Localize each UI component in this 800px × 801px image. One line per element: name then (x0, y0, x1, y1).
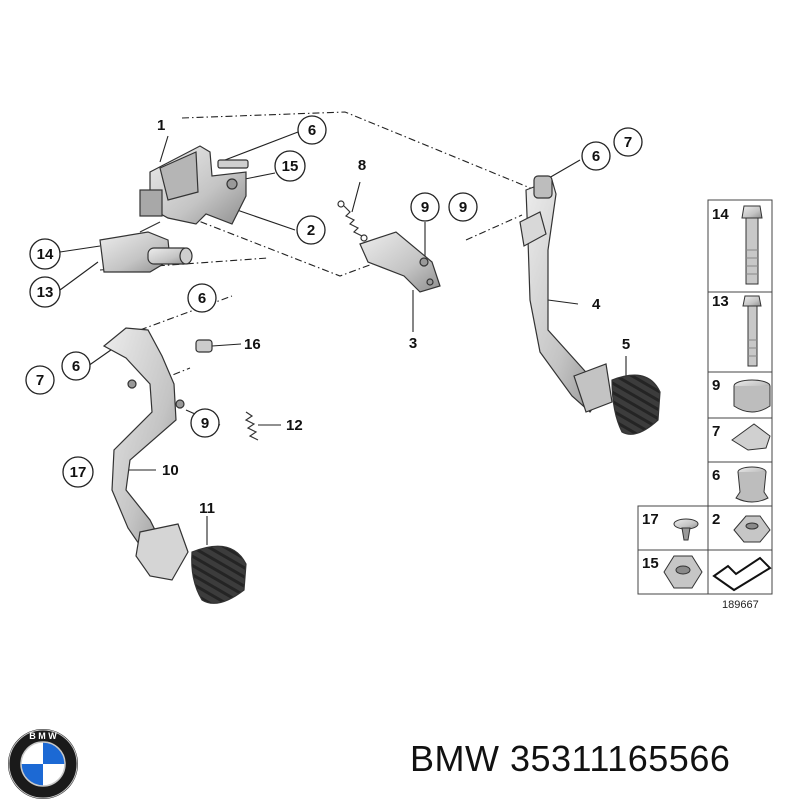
callout-13: 13 (29, 276, 61, 308)
svg-text:7: 7 (624, 134, 632, 151)
svg-text:15: 15 (282, 158, 299, 175)
svg-text:3: 3 (409, 335, 417, 352)
svg-text:5: 5 (622, 336, 630, 353)
support-bracket (359, 231, 441, 293)
legend-label-14: 14 (712, 206, 729, 223)
callout-6-mid: 6 (187, 283, 217, 313)
long-bolt-icon (741, 205, 763, 285)
svg-text:16: 16 (244, 336, 261, 353)
hex-nut-icon (663, 555, 703, 589)
callout-6-top: 6 (297, 115, 327, 145)
callout-2: 2 (296, 215, 326, 245)
callout-17: 17 (62, 456, 94, 488)
svg-text:1: 1 (157, 117, 165, 134)
callout-9-right: 9 (448, 192, 478, 222)
legend-labels: 14 13 9 7 6 17 2 15 (642, 206, 729, 572)
buffer-stop-icon (673, 518, 699, 541)
svg-text:8: 8 (358, 157, 366, 174)
legend-label-13: 13 (712, 293, 729, 310)
svg-text:10: 10 (162, 462, 179, 479)
svg-text:6: 6 (72, 358, 80, 375)
callout-7-left: 7 (25, 365, 55, 395)
clutch-spring (244, 411, 259, 441)
legend-label-7: 7 (712, 423, 720, 440)
bearing-bushing-icon (733, 515, 771, 543)
reference-number: 189667 (722, 599, 759, 611)
callout-14: 14 (29, 238, 61, 270)
callout-group: 1 6 15 2 8 9 9 6 7 4 5 3 14 13 6 16 6 7 … (25, 115, 643, 517)
svg-text:11: 11 (199, 500, 215, 517)
bmw-logo: B M W (8, 729, 78, 799)
svg-text:9: 9 (201, 415, 209, 432)
svg-text:14: 14 (37, 246, 54, 263)
svg-text:9: 9 (421, 199, 429, 216)
legend-icons (663, 205, 772, 592)
callout-9-left: 9 (190, 408, 220, 438)
callout-7-right: 7 (613, 127, 643, 157)
callout-6-right: 6 (581, 141, 611, 171)
svg-text:6: 6 (198, 290, 206, 307)
legend-label-17: 17 (642, 511, 659, 528)
clutch-pedal (102, 327, 247, 604)
svg-text:6: 6 (308, 122, 316, 139)
svg-text:4: 4 (592, 296, 601, 313)
legend-label-2: 2 (712, 511, 720, 528)
svg-text:13: 13 (37, 284, 54, 301)
callout-11: 11 (199, 500, 215, 517)
callout-10: 10 (162, 462, 179, 479)
svg-text:17: 17 (70, 464, 87, 481)
callout-12: 12 (286, 417, 303, 434)
svg-text:7: 7 (36, 372, 44, 389)
callout-3: 3 (409, 335, 417, 352)
part-number-title: BMW 35311165566 (410, 738, 731, 779)
callout-6-left: 6 (61, 351, 91, 381)
callout-15: 15 (274, 150, 306, 182)
callout-4: 4 (592, 296, 601, 313)
callout-9-center: 9 (410, 192, 440, 222)
spring-clip-icon (731, 423, 771, 451)
bolt-icon (742, 295, 762, 367)
return-spring (337, 200, 368, 242)
legend-label-9: 9 (712, 377, 720, 394)
flanged-bushing-icon (735, 466, 769, 503)
svg-text:12: 12 (286, 417, 303, 434)
clutch-master-cylinder (99, 221, 193, 273)
callout-5: 5 (622, 336, 630, 353)
pedal-bracket (139, 145, 249, 225)
parts-kit-icon (712, 556, 772, 592)
legend-label-6: 6 (712, 467, 720, 484)
svg-text:9: 9 (459, 199, 467, 216)
svg-text:6: 6 (592, 148, 600, 165)
brake-pedal (519, 175, 661, 435)
callout-1: 1 (157, 117, 165, 134)
callout-16: 16 (244, 336, 261, 353)
callout-8: 8 (358, 157, 366, 174)
svg-text:2: 2 (307, 222, 315, 239)
legend-label-15: 15 (642, 555, 659, 572)
svg-text:B M W: B M W (29, 731, 57, 741)
rubber-bushing-icon (733, 379, 771, 413)
